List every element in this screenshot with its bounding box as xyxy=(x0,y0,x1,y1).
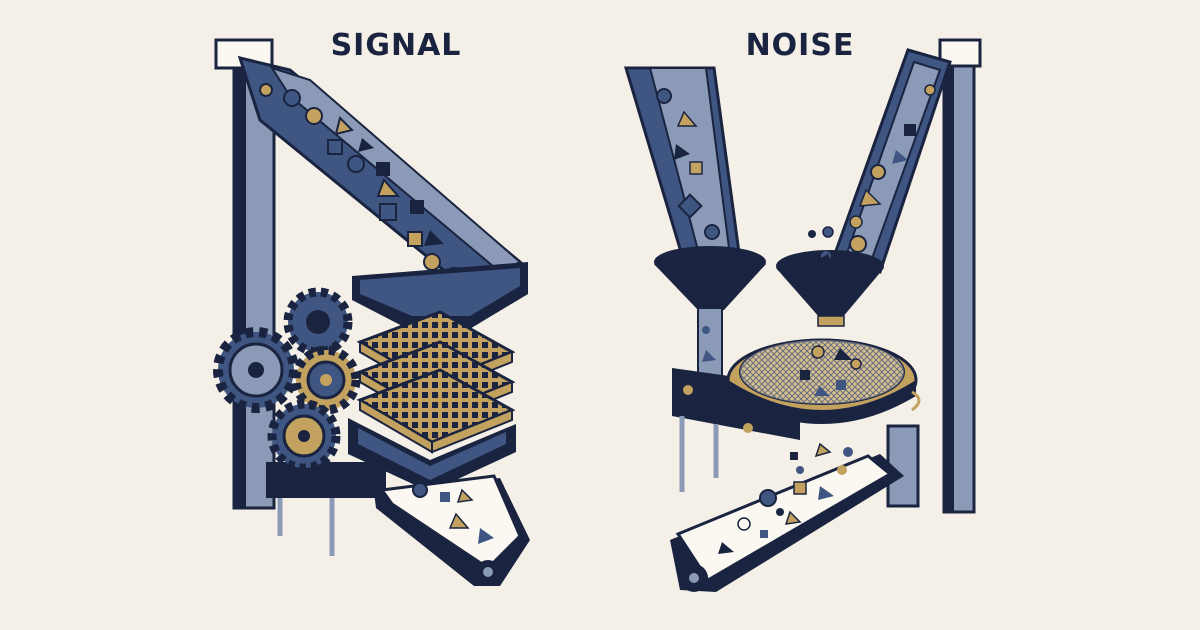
signal-machine xyxy=(213,38,530,586)
funnel-icon xyxy=(352,262,528,330)
conveyor-icon xyxy=(670,454,904,592)
sieve-icon xyxy=(726,338,921,424)
chute-icon xyxy=(237,55,523,292)
noise-title: NOISE xyxy=(745,28,855,63)
mesh-screen-icon xyxy=(356,310,516,454)
funnel-icon xyxy=(654,246,884,389)
signal-title: SIGNAL xyxy=(330,28,462,63)
chute-icon xyxy=(623,66,742,264)
chute-icon xyxy=(808,48,952,274)
signal-base-tray xyxy=(266,418,516,556)
gear-icon xyxy=(213,287,361,473)
noise-support-column xyxy=(938,38,982,514)
conveyor-icon xyxy=(374,474,530,586)
noise-machine xyxy=(623,38,982,592)
signal-support-column xyxy=(214,38,276,510)
